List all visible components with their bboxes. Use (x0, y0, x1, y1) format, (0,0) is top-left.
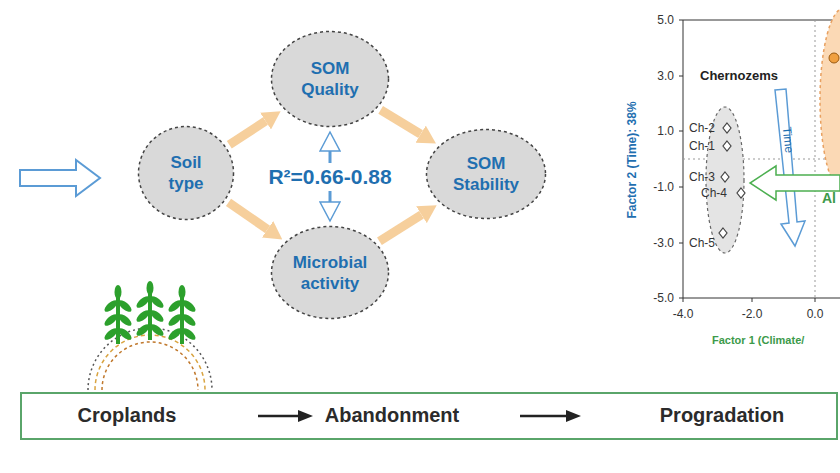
edge-label: R²=0.66-0.88 (264, 163, 395, 191)
sequence-arrow (258, 415, 300, 418)
tick-label: 0.0 (807, 307, 824, 321)
zero-line (683, 159, 840, 160)
sequence-arrow-head (298, 410, 313, 422)
factor-ellipse: Soil type (137, 125, 235, 221)
influence-arrow (229, 121, 265, 145)
tick-label: -4.0 (673, 307, 694, 321)
cluster-ellipse: Ch-2Ch-1Ch-3Ch-4Ch-5 (690, 106, 750, 254)
node-text: Progradation (660, 404, 784, 427)
correlation-arrow (329, 151, 332, 202)
ellipse-outline (139, 127, 234, 220)
plant-sprout (135, 281, 166, 340)
plant-sprout (103, 285, 134, 344)
time-arrow (775, 89, 805, 246)
node-text: Abandonment (325, 404, 459, 427)
arrow-label: Time (780, 126, 797, 154)
plant-sprout (167, 285, 198, 344)
tick-label: 3.0 (657, 69, 674, 83)
node-outline (270, 30, 390, 128)
factor-ellipse: SOM Stability (425, 128, 547, 220)
axis-ticks (679, 20, 815, 302)
influence-arrow (379, 215, 421, 242)
group-name: Chernozems (700, 68, 778, 83)
node-text: SOM Quality (290, 58, 370, 100)
ellipse-outline (272, 32, 389, 127)
factor-ellipse: SOM Quality (270, 30, 390, 128)
node-outline (425, 128, 547, 220)
data-point (719, 228, 727, 238)
axis-title: Factor 2 (Time): 38% (625, 101, 639, 218)
trend-arrow (750, 166, 840, 200)
arrow-label: Al (822, 190, 836, 206)
tick-label: -2.0 (742, 307, 763, 321)
data-point (721, 172, 729, 182)
node-text: Croplands (78, 404, 177, 427)
axis-title: Factor 1 (Climate/ (712, 334, 804, 346)
plot-axis (683, 298, 840, 299)
sequence-arrow-head (566, 410, 581, 422)
node-outline (270, 225, 390, 320)
tick-label: -5.0 (653, 291, 674, 305)
node-outline (137, 125, 235, 221)
ellipse-outline (427, 130, 546, 219)
input-arrow (20, 160, 100, 196)
node-text: Ch-1 (689, 139, 715, 153)
data-point (829, 53, 839, 63)
tick-label: -3.0 (653, 236, 674, 250)
soil-arc (102, 342, 198, 390)
node-text: Soil type (156, 152, 216, 194)
node-text: Ch-4 (701, 186, 727, 200)
sequence-band: Croplands Abandonment Progradation (20, 392, 838, 440)
node-text: Ch-5 (689, 236, 715, 250)
node-text: SOM Stability (441, 153, 531, 195)
influence-arrow (381, 110, 421, 134)
tick-label: 1.0 (657, 124, 674, 138)
soil-arc (95, 335, 205, 390)
data-point (723, 123, 731, 133)
tick-label: -1.0 (653, 180, 674, 194)
sequence-arrow (520, 415, 568, 418)
group-ellipse (820, 8, 840, 192)
ellipse-outline (272, 227, 389, 319)
factor-ellipse: Microbial activity (270, 225, 390, 320)
node-text: Microbial activity (285, 252, 375, 294)
data-point (723, 141, 731, 151)
node-text: Ch-3 (689, 170, 715, 184)
plot-frame (683, 20, 840, 21)
data-point (737, 188, 745, 198)
influence-arrow (229, 202, 268, 229)
node-text: Ch-2 (689, 121, 715, 135)
tick-label: 5.0 (657, 13, 674, 27)
